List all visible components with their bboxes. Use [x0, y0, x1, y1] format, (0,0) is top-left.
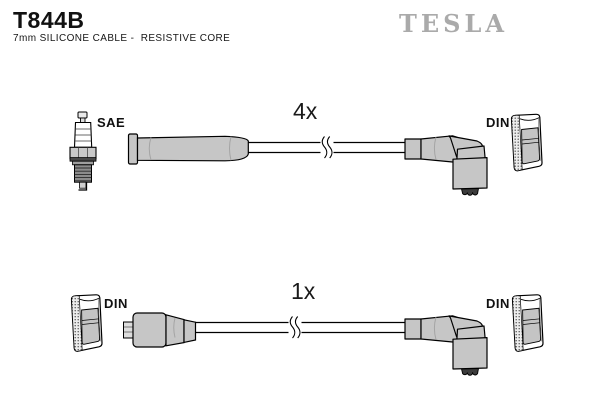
elbow-boot-icon: [404, 135, 488, 196]
din-socket-icon: [510, 113, 543, 172]
cable-break-icon: [287, 314, 303, 341]
cable-spec-subtitle: 7mm SILICONE CABLE - RESISTIVE CORE: [13, 33, 231, 44]
brand-logo: TESLA: [399, 9, 508, 38]
row2-din-left-label: DIN: [104, 296, 128, 311]
row1-cable-assembly: [69, 111, 543, 196]
cable-row1: [248, 134, 406, 161]
row2-din-right-label: DIN: [486, 296, 510, 311]
elbow-boot-icon: [404, 315, 488, 376]
part-number: T844B: [13, 7, 85, 33]
distributor-boot-icon: [123, 312, 197, 348]
din-socket-icon: [511, 294, 544, 352]
row2-quantity-label: 1x: [291, 278, 316, 304]
cable-break-icon: [319, 134, 335, 161]
din-socket-icon: [70, 294, 103, 352]
row1-sae-label: SAE: [97, 115, 126, 130]
cable-row2: [195, 314, 406, 341]
straight-boot-icon: [127, 133, 249, 165]
row1-din-label: DIN: [486, 115, 510, 130]
row1-quantity-label: 4x: [293, 98, 318, 124]
spark-plug-icon: [69, 111, 97, 191]
row2-cable-assembly: [70, 294, 544, 376]
